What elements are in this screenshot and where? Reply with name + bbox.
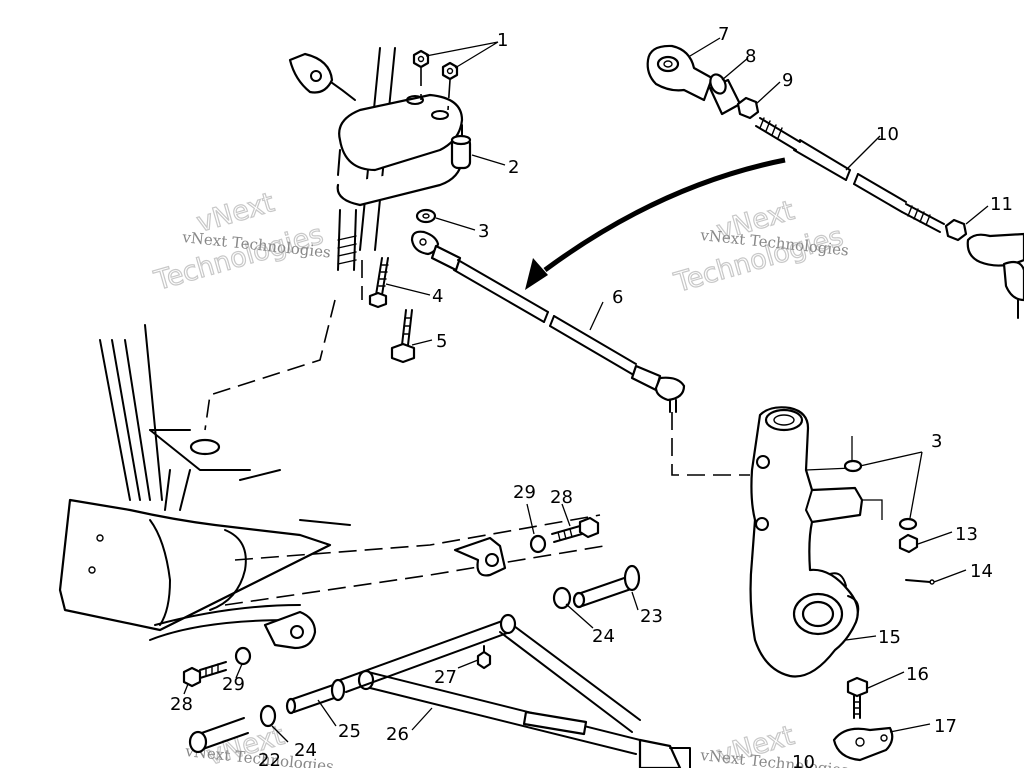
watermark-bottom-right: vNext vNext Technologies: [699, 720, 850, 768]
cotter-pin-14: [905, 579, 931, 583]
steering-column: [288, 47, 472, 271]
bolt-4: [368, 257, 389, 309]
spindle-knuckle-15: [749, 406, 864, 678]
rod-end-7: [646, 44, 714, 102]
callout-13: 13: [955, 524, 978, 545]
washer-29-lower: [234, 646, 252, 666]
callout-22: 22: [258, 750, 281, 768]
callout-28-upper: 28: [550, 487, 573, 508]
callout-1: 1: [497, 30, 508, 51]
callout-6: 6: [612, 287, 623, 308]
callout-9: 9: [782, 70, 793, 91]
watermark-left: vNext Technologies vNext Technologies: [150, 187, 332, 298]
leader-lines: [183, 37, 989, 743]
pivot-bolt-23: [572, 564, 641, 609]
callout-2: 2: [508, 157, 519, 178]
callout-26: 26: [386, 724, 409, 745]
callout-25: 25: [338, 721, 361, 742]
bolt-16: [846, 676, 869, 719]
washer-3-upper: [415, 208, 437, 224]
bracket-17: [832, 726, 894, 762]
callout-14: 14: [970, 561, 993, 582]
bushing-8: [708, 73, 742, 116]
callout-10-lower: 10: [792, 752, 815, 768]
washer-24-lower: [259, 704, 277, 728]
frame: [58, 324, 611, 650]
callout-28-lower: 28: [170, 694, 193, 715]
nut-13: [898, 533, 919, 554]
callout-11: 11: [990, 194, 1013, 215]
bolt-5: [390, 309, 416, 364]
washer-29-upper: [529, 534, 547, 554]
callout-3-upper: 3: [478, 221, 489, 242]
assembly-arrow: [525, 157, 786, 290]
washer-3-right-lower: [898, 517, 918, 531]
watermark-right: vNext Technologies vNext Technologies: [670, 195, 850, 300]
callout-24-lower: 24: [294, 740, 317, 761]
callout-29-lower: 29: [222, 674, 245, 695]
bolt-28-upper: [551, 516, 600, 543]
callout-16: 16: [906, 664, 929, 685]
pivot-bolt-25: [285, 678, 346, 715]
callout-3-right: 3: [931, 431, 942, 452]
callout-15: 15: [878, 627, 901, 648]
guide-line-column: [204, 299, 336, 431]
grease-fitting-27: [476, 645, 492, 670]
callout-24-upper: 24: [592, 626, 615, 647]
callout-23: 23: [640, 606, 663, 627]
callout-17: 17: [934, 716, 957, 737]
callout-4: 4: [432, 286, 443, 307]
callout-7: 7: [718, 24, 729, 45]
adjuster-rod-10: [755, 117, 945, 233]
washer-3-right-upper: [843, 459, 863, 473]
nut-pair-1: [412, 49, 459, 81]
callout-8: 8: [745, 46, 756, 67]
bolt-28-lower: [182, 661, 227, 688]
tie-rod-6: [410, 230, 686, 413]
bushing-22: [188, 717, 249, 754]
callout-5: 5: [436, 331, 447, 352]
callout-27: 27: [434, 667, 457, 688]
nut-11: [944, 218, 968, 242]
frame-hole: [189, 438, 221, 456]
rod-end-right: [966, 232, 1024, 319]
washer-24-upper: [552, 586, 572, 610]
callout-29-upper: 29: [513, 482, 536, 503]
callout-labels: 1 2 3 3 4 5 6 7 8 9 10 11 13 14 15 16 17…: [170, 24, 1013, 768]
nut-9: [736, 96, 760, 120]
callout-10: 10: [876, 124, 899, 145]
a-arm-26: [339, 613, 691, 768]
